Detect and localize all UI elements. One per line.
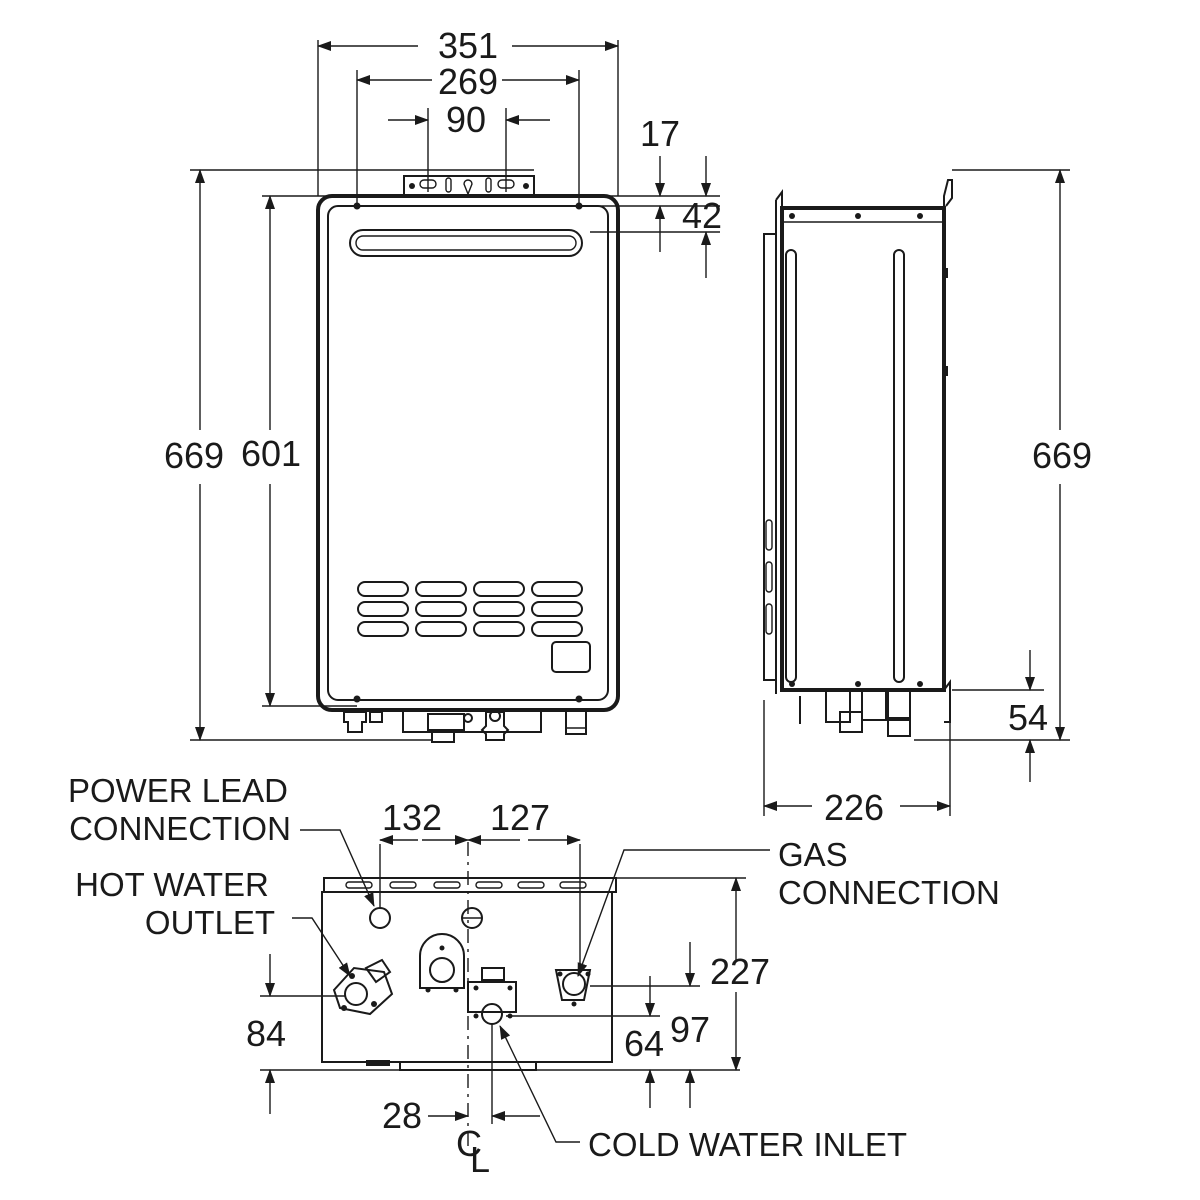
drain-plug <box>419 933 465 993</box>
centerline-symbol-l: L <box>470 1139 490 1180</box>
callout-leaders <box>292 829 770 1143</box>
label-cold-water-inlet: COLD WATER INLET <box>588 1126 907 1163</box>
dim-side-height: 669 <box>1032 435 1092 476</box>
front-extension-lines <box>190 40 720 741</box>
cabinet-outline <box>316 194 620 712</box>
power-lead-port <box>369 907 391 929</box>
top-dimension-lines <box>317 41 619 125</box>
dim-cold-inlet-height: 64 <box>624 1023 664 1064</box>
dim-side-depth: 226 <box>824 787 884 828</box>
condensate-port <box>461 907 483 929</box>
dim-cold-inlet-offset: 28 <box>382 1095 422 1136</box>
side-ribs <box>785 249 905 683</box>
bottom-body <box>321 891 613 1063</box>
label-power-lead-line1: POWER LEAD <box>68 772 288 809</box>
hot-water-outlet <box>332 958 394 1016</box>
dim-top-offset: 17 <box>640 113 680 154</box>
status-window <box>551 641 591 673</box>
dim-hot-outlet-height: 84 <box>246 1013 286 1054</box>
side-dimension-lines <box>763 169 1065 811</box>
mounting-screws <box>353 202 583 703</box>
cabinet-face <box>327 205 609 701</box>
dim-front-width: 351 <box>438 25 498 66</box>
front-bottom-fittings <box>343 709 587 743</box>
side-body <box>780 206 946 692</box>
dim-bottom-clearance: 54 <box>1008 697 1048 738</box>
dim-power-lead-offset: 132 <box>382 797 442 838</box>
flange-slots <box>765 519 773 635</box>
lower-vents <box>357 581 583 637</box>
bottom-dimension-lines <box>265 835 741 1121</box>
bottom-flange <box>323 877 617 893</box>
dim-top-to-hole: 42 <box>682 195 722 236</box>
label-gas-line2: CONNECTION <box>778 874 1000 911</box>
gas-connection <box>554 969 592 1007</box>
dim-hole-vertical-span: 601 <box>241 433 301 474</box>
centerline-symbol-c: C <box>456 1123 482 1164</box>
dim-bottom-depth: 227 <box>710 951 770 992</box>
front-view: 351 269 90 17 42 669 601 <box>164 25 722 743</box>
bottom-view: 132 127 84 64 97 227 28 POWER LEAD CONNE… <box>68 772 1000 1180</box>
bottom-flange-slots <box>345 881 587 889</box>
cold-water-inlet <box>467 967 517 1025</box>
top-grille <box>349 229 583 257</box>
label-gas-line1: GAS <box>778 836 848 873</box>
right-small-dimension-lines <box>655 156 711 278</box>
label-hot-water-line1: HOT WATER <box>75 866 269 903</box>
left-dimension-lines <box>195 169 275 741</box>
side-view: 669 54 226 <box>763 169 1092 828</box>
dim-gas-height: 97 <box>670 1009 710 1050</box>
side-screws <box>789 213 948 687</box>
side-bottom-fittings <box>799 689 911 737</box>
bracket-slots <box>409 176 529 196</box>
dim-gas-offset: 127 <box>490 797 550 838</box>
dim-bracket-hole-span: 269 <box>438 61 498 102</box>
label-power-lead-line2: CONNECTION <box>69 810 291 847</box>
bottom-extension-lines <box>260 844 746 1124</box>
dim-bracket-center-span: 90 <box>446 99 486 140</box>
dim-front-height: 669 <box>164 435 224 476</box>
label-hot-water-line2: OUTLET <box>145 904 275 941</box>
